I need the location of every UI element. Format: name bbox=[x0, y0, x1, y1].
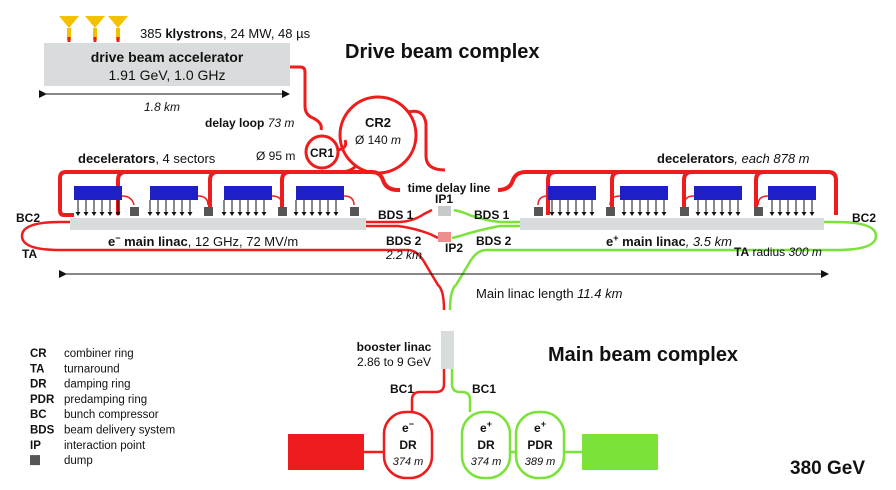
bds2-right-label: BDS 2 bbox=[476, 234, 512, 248]
decelerator-box bbox=[150, 186, 198, 200]
drive-accel-name: drive beam accelerator bbox=[91, 49, 244, 65]
bds2-left-label: BDS 2 bbox=[386, 234, 422, 248]
legend-desc: interaction point bbox=[64, 440, 146, 452]
bc2-left-label: BC2 bbox=[16, 211, 40, 225]
positron-source-box bbox=[582, 434, 658, 470]
left-decelerator-sectors bbox=[74, 186, 359, 216]
bc1-left-label: BC1 bbox=[390, 382, 414, 396]
cr2-label: CR2 bbox=[365, 115, 391, 130]
main-complex-title: Main beam complex bbox=[548, 344, 738, 366]
legend-desc: turnaround bbox=[64, 363, 120, 375]
legend-abbr: BC bbox=[30, 409, 47, 421]
decelerator-box bbox=[548, 186, 596, 200]
legend-desc: beam delivery system bbox=[64, 425, 175, 437]
electron-main-linac bbox=[70, 218, 366, 230]
right-decelerator-sectors bbox=[534, 186, 816, 216]
booster-linac-box bbox=[441, 331, 454, 369]
electron-dr-label: DR bbox=[399, 438, 417, 452]
electron-linac-label: e− main linac, 12 GHz, 72 MV/m bbox=[108, 233, 298, 249]
positron-dr-particle: e+ bbox=[480, 419, 492, 435]
klystron-label: 385 klystrons, 24 MW, 48 µs bbox=[140, 26, 311, 41]
cr2-exit-right bbox=[407, 109, 446, 172]
power-extraction-arrows bbox=[75, 200, 815, 216]
legend-abbr: BDS bbox=[30, 425, 55, 437]
drive-beam-accelerator-box bbox=[44, 43, 290, 86]
positron-dr-label: DR bbox=[477, 438, 495, 452]
positron-main-linac bbox=[520, 218, 824, 230]
bc1-right-label: BC1 bbox=[472, 382, 496, 396]
legend-desc: damping ring bbox=[64, 379, 130, 391]
cr1-label: CR1 bbox=[310, 146, 334, 160]
bc2-right-label: BC2 bbox=[852, 211, 876, 225]
time-delay-line-label: time delay line bbox=[408, 181, 491, 195]
cr2-diameter: Ø 140 m bbox=[355, 133, 401, 147]
bds1-right-label: BDS 1 bbox=[474, 208, 510, 222]
decel-right-label: decelerators, each 878 m bbox=[657, 151, 810, 166]
ip1-marker bbox=[438, 206, 451, 216]
drive-beam-distribution-loops bbox=[58, 170, 838, 217]
legend-desc: dump bbox=[64, 455, 93, 467]
klystron-icons bbox=[59, 16, 128, 42]
positron-pdr-label: PDR bbox=[527, 438, 553, 452]
drive-complex-title: Drive beam complex bbox=[345, 41, 540, 63]
legend-abbr: TA bbox=[30, 363, 44, 375]
decelerator-box bbox=[224, 186, 272, 200]
energy-label: 380 GeV bbox=[790, 458, 865, 479]
positron-predamping-ring bbox=[514, 410, 566, 480]
delay-loop-path bbox=[290, 65, 323, 131]
dump-icon bbox=[30, 455, 40, 466]
decelerator-box bbox=[74, 186, 122, 200]
positron-linac-label: e+ main linac, 3.5 km bbox=[606, 233, 732, 249]
bds1-left-label: BDS 1 bbox=[378, 208, 414, 222]
positron-pdr-particle: e+ bbox=[534, 419, 546, 435]
decelerator-box bbox=[694, 186, 742, 200]
legend-desc: bunch compressor bbox=[64, 409, 159, 421]
legend-abbr: PDR bbox=[30, 394, 55, 406]
ip2-marker bbox=[438, 232, 451, 242]
legend-desc: predamping ring bbox=[64, 394, 147, 406]
electron-damping-ring bbox=[382, 410, 434, 480]
ip1-label: IP1 bbox=[435, 192, 453, 206]
booster-linac-spec: 2.86 to 9 GeV bbox=[357, 355, 431, 369]
legend-abbr: DR bbox=[30, 379, 47, 391]
electron-source-box bbox=[288, 434, 364, 470]
legend-abbr: CR bbox=[30, 348, 47, 360]
electron-beam-line bbox=[20, 208, 446, 311]
positron-pdr-length: 389 m bbox=[525, 456, 556, 468]
main-linac-length-label: Main linac length 11.4 km bbox=[476, 286, 623, 301]
ta-left-label: TA bbox=[22, 247, 37, 261]
electron-dr-particle: e− bbox=[402, 419, 414, 435]
delay-loop-label: delay loop 73 m bbox=[205, 116, 294, 130]
ip2-label: IP2 bbox=[445, 241, 463, 255]
legend-desc: combiner ring bbox=[64, 348, 134, 360]
booster-linac-label: booster linac bbox=[357, 340, 432, 354]
bds2-length: 2.2 km bbox=[385, 248, 422, 262]
electron-dr-length: 374 m bbox=[393, 456, 424, 468]
positron-damping-ring bbox=[460, 410, 512, 480]
cr1-diameter: Ø 95 m bbox=[256, 149, 295, 163]
drive-accel-spec: 1.91 GeV, 1.0 GHz bbox=[109, 67, 226, 83]
drive-accel-length: 1.8 km bbox=[144, 100, 180, 114]
ta-right-label: TA radius 300 m bbox=[734, 245, 822, 259]
decelerator-box bbox=[620, 186, 668, 200]
decelerator-box bbox=[296, 186, 344, 200]
positron-dr-length: 374 m bbox=[471, 456, 502, 468]
decelerator-box bbox=[768, 186, 816, 200]
legend-abbr: IP bbox=[30, 440, 41, 452]
positron-beam-line bbox=[448, 208, 878, 311]
cr1-ring bbox=[304, 134, 340, 170]
decel-left-label: decelerators, 4 sectors bbox=[78, 151, 216, 166]
